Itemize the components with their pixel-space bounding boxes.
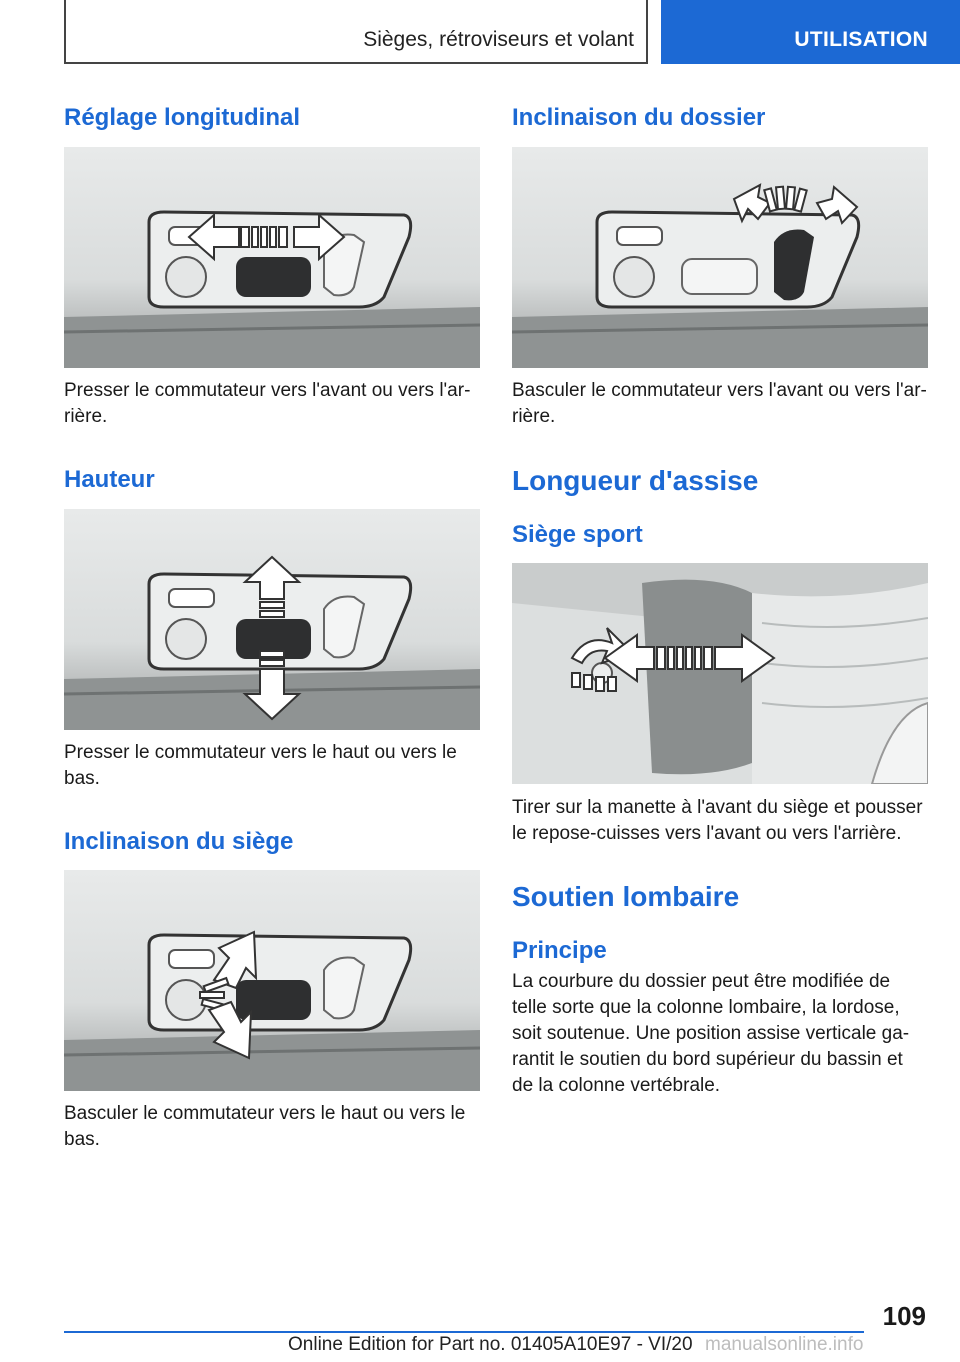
caption-hauteur: Presser le commutateur vers le haut ou v… bbox=[64, 742, 457, 789]
heading-longitudinal: Réglage longitudinal bbox=[64, 104, 301, 131]
page-number: 109 bbox=[882, 1301, 926, 1331]
caption-inclinaison-siege: Basculer le commutateur vers le haut ou … bbox=[64, 1103, 466, 1150]
chapter-title: Sièges, rétroviseurs et volant bbox=[363, 28, 634, 51]
heading-soutien-lombaire: Soutien lombaire bbox=[512, 881, 740, 912]
seat-switch-longitudinal-illustration bbox=[64, 147, 480, 368]
figure-longitudinal bbox=[64, 147, 480, 368]
figure-inclinaison-siege bbox=[64, 870, 480, 1091]
body-principe: La courbure du dossier peut être modifié… bbox=[512, 971, 910, 1096]
seat-switch-backrest-illustration bbox=[512, 147, 928, 368]
heading-inclinaison-dossier: Inclinaison du dossier bbox=[512, 104, 766, 131]
seat-cushion-extension-illustration bbox=[512, 563, 928, 784]
chapter-header: Sièges, rétroviseurs et volant bbox=[64, 0, 648, 64]
subheading-siege-sport: Siège sport bbox=[512, 521, 643, 548]
watermark: manualsonline.info bbox=[705, 1334, 864, 1355]
heading-inclinaison-siege: Inclinaison du siège bbox=[64, 828, 294, 855]
seat-switch-height-illustration bbox=[64, 509, 480, 730]
caption-longueur-assise: Tirer sur la manette à l'avant du siège … bbox=[512, 797, 923, 844]
subheading-principe: Principe bbox=[512, 937, 607, 964]
edition-text: Online Edition for Part no. 01405A10E97 … bbox=[288, 1334, 693, 1355]
figure-hauteur bbox=[64, 509, 480, 730]
caption-inclinaison-dossier: Basculer le commutateur vers l'avant ou … bbox=[512, 380, 927, 427]
section-tab: UTILISATION bbox=[661, 0, 960, 64]
figure-longueur-assise bbox=[512, 563, 928, 784]
footer-divider bbox=[64, 1331, 864, 1333]
seat-switch-tilt-illustration bbox=[64, 870, 480, 1091]
caption-longitudinal: Presser le commutateur vers l'avant ou v… bbox=[64, 380, 471, 427]
heading-longueur-assise: Longueur d'assise bbox=[512, 465, 759, 496]
heading-hauteur: Hauteur bbox=[64, 466, 155, 493]
figure-inclinaison-dossier bbox=[512, 147, 928, 368]
section-label: UTILISATION bbox=[794, 28, 928, 51]
